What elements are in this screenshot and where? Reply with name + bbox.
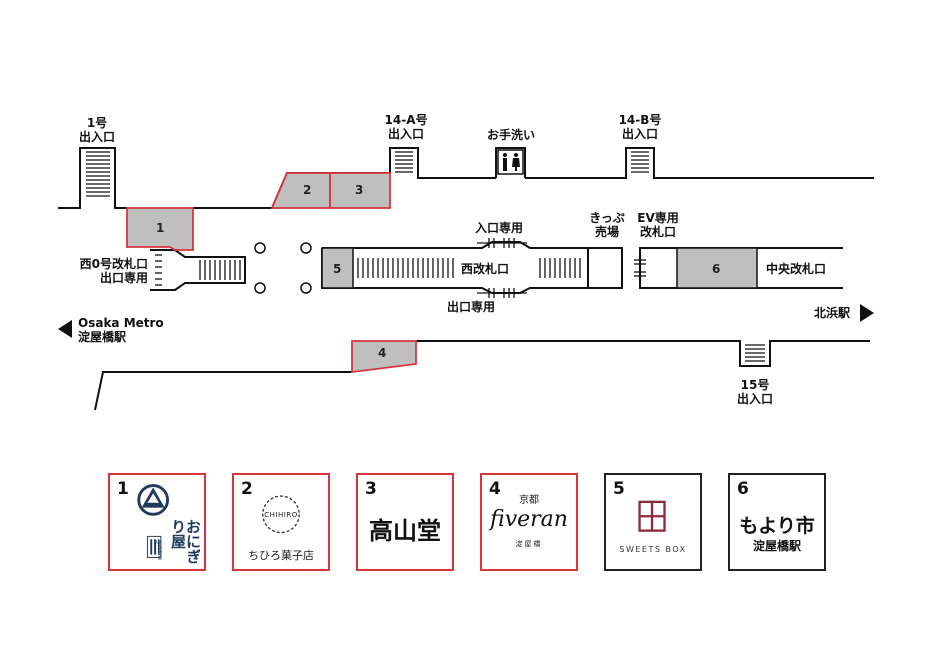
gate-ticks [155, 238, 646, 298]
exit-14a-text: 出入口 [387, 127, 424, 141]
exit-1-number: 1号 [86, 116, 108, 130]
shop-1-name-col2 [130, 519, 146, 565]
ev-gate-label: EV専用 改札口 [632, 211, 684, 239]
shop-4-kanji-top: 京都 [519, 495, 539, 506]
map-shop-5-number: 5 [333, 262, 342, 276]
west0-gate-text-2: 出口専用 [99, 271, 148, 285]
map-shop-3-number: 3 [355, 183, 364, 197]
stairs-icon [86, 151, 765, 362]
central-gate-label: 中央改札口 [766, 262, 827, 276]
map-shop-1-area [126, 207, 194, 251]
shop-card-4: 4 京都 fiveran 淀屋橋 [480, 473, 578, 571]
shop-3-name: 高山堂 [369, 516, 441, 545]
chihiro-badge-logo [262, 495, 300, 534]
entrance-only-label: 入口専用 [475, 221, 524, 235]
arrow-right-icon [860, 304, 874, 322]
map-shop-4-number: 4 [378, 346, 387, 360]
shop-2-number: 2 [241, 479, 253, 499]
direction-west-line-2: 淀屋橋駅 [78, 330, 127, 344]
shop-1-name-lines: 米屋のおにぎり屋 [170, 519, 200, 565]
exit-14b-label: 14-B号 出入口 [612, 113, 668, 141]
direction-west-line-1: Osaka Metro [78, 316, 164, 330]
shop-6-sub: 淀屋橋駅 [752, 539, 801, 553]
map-shop-2-number: 2 [303, 183, 312, 197]
west0-gate-label: 西0号改札口 出口専用 [62, 257, 148, 285]
ev-gate-text-1: EV専用 [637, 211, 679, 225]
shop-areas [126, 172, 758, 374]
ticket-text-2: 売場 [594, 225, 619, 239]
map-shop-2-area [270, 172, 331, 209]
west0-gate-text-1: 西0号改札口 [79, 257, 148, 271]
pillar-icon [254, 242, 312, 294]
shop-card-6: 6 もより市 淀屋橋駅 [728, 473, 826, 571]
map-shop-1-number: 1 [156, 221, 165, 235]
restroom-icon [497, 149, 524, 175]
shop-card-3: 3 高山堂 [356, 473, 454, 571]
shop-4-name: fiveran [490, 507, 568, 532]
shop-1-sub: 菊太屋米穀店 [154, 540, 162, 560]
exit-15-text: 出入口 [736, 392, 773, 406]
map-shop-6-number: 6 [712, 262, 721, 276]
ev-gate-text-2: 改札口 [639, 225, 676, 239]
west-gate-label: 西改札口 [461, 262, 510, 276]
map-shop-4-area [351, 340, 417, 374]
exit-14b-text: 出入口 [621, 127, 658, 141]
sweets-box-logo [638, 500, 666, 532]
ticket-text-1: きっぷ [589, 211, 625, 225]
shop-card-1: 1 米屋のおにぎり屋 菊太屋米穀店 [108, 473, 206, 571]
shop-2-name: ちひろ菓子店 [248, 549, 314, 562]
direction-west-label: Osaka Metro 淀屋橋駅 [78, 316, 164, 344]
onigiri-logo [137, 484, 169, 558]
exit-14b-number: 14-B号 [618, 113, 662, 127]
shop-6-number: 6 [737, 479, 749, 499]
shop-2-brand: CHIHIRO [264, 511, 298, 519]
exit-15-number: 15号 [740, 378, 770, 392]
shop-1-number: 1 [117, 479, 129, 499]
exit-15-label: 15号 出入口 [730, 378, 780, 406]
shop-6-name: もより市 [739, 515, 815, 537]
exit-1-label: 1号 出入口 [76, 116, 118, 144]
shop-1-name: 米屋のおにぎり屋 [170, 519, 200, 564]
map-shop-3-area [329, 172, 391, 209]
shop-4-kanji-bottom: 淀屋橋 [515, 540, 543, 548]
shop-5-number: 5 [613, 479, 625, 499]
shop-5-name: SWEETS BOX [619, 545, 687, 554]
shop-card-2: 2 CHIHIRO ちひろ菓子店 [232, 473, 330, 571]
ticket-office-label: きっぷ 売場 [584, 211, 630, 239]
direction-east-label: 北浜駅 [813, 306, 850, 320]
map-shop-5-area [321, 247, 354, 289]
arrow-left-icon [58, 320, 72, 338]
exit-only-label: 出口専用 [447, 300, 496, 314]
exit-14a-label: 14-A号 出入口 [378, 113, 434, 141]
restroom-label: お手洗い [486, 128, 535, 142]
exit-14a-number: 14-A号 [384, 113, 428, 127]
shop-4-number: 4 [489, 479, 501, 499]
map-shop-6-area [676, 247, 758, 289]
shop-3-number: 3 [365, 479, 377, 499]
exit-1-text: 出入口 [78, 130, 115, 144]
shop-card-5: 5 SWEETS BOX [604, 473, 702, 571]
